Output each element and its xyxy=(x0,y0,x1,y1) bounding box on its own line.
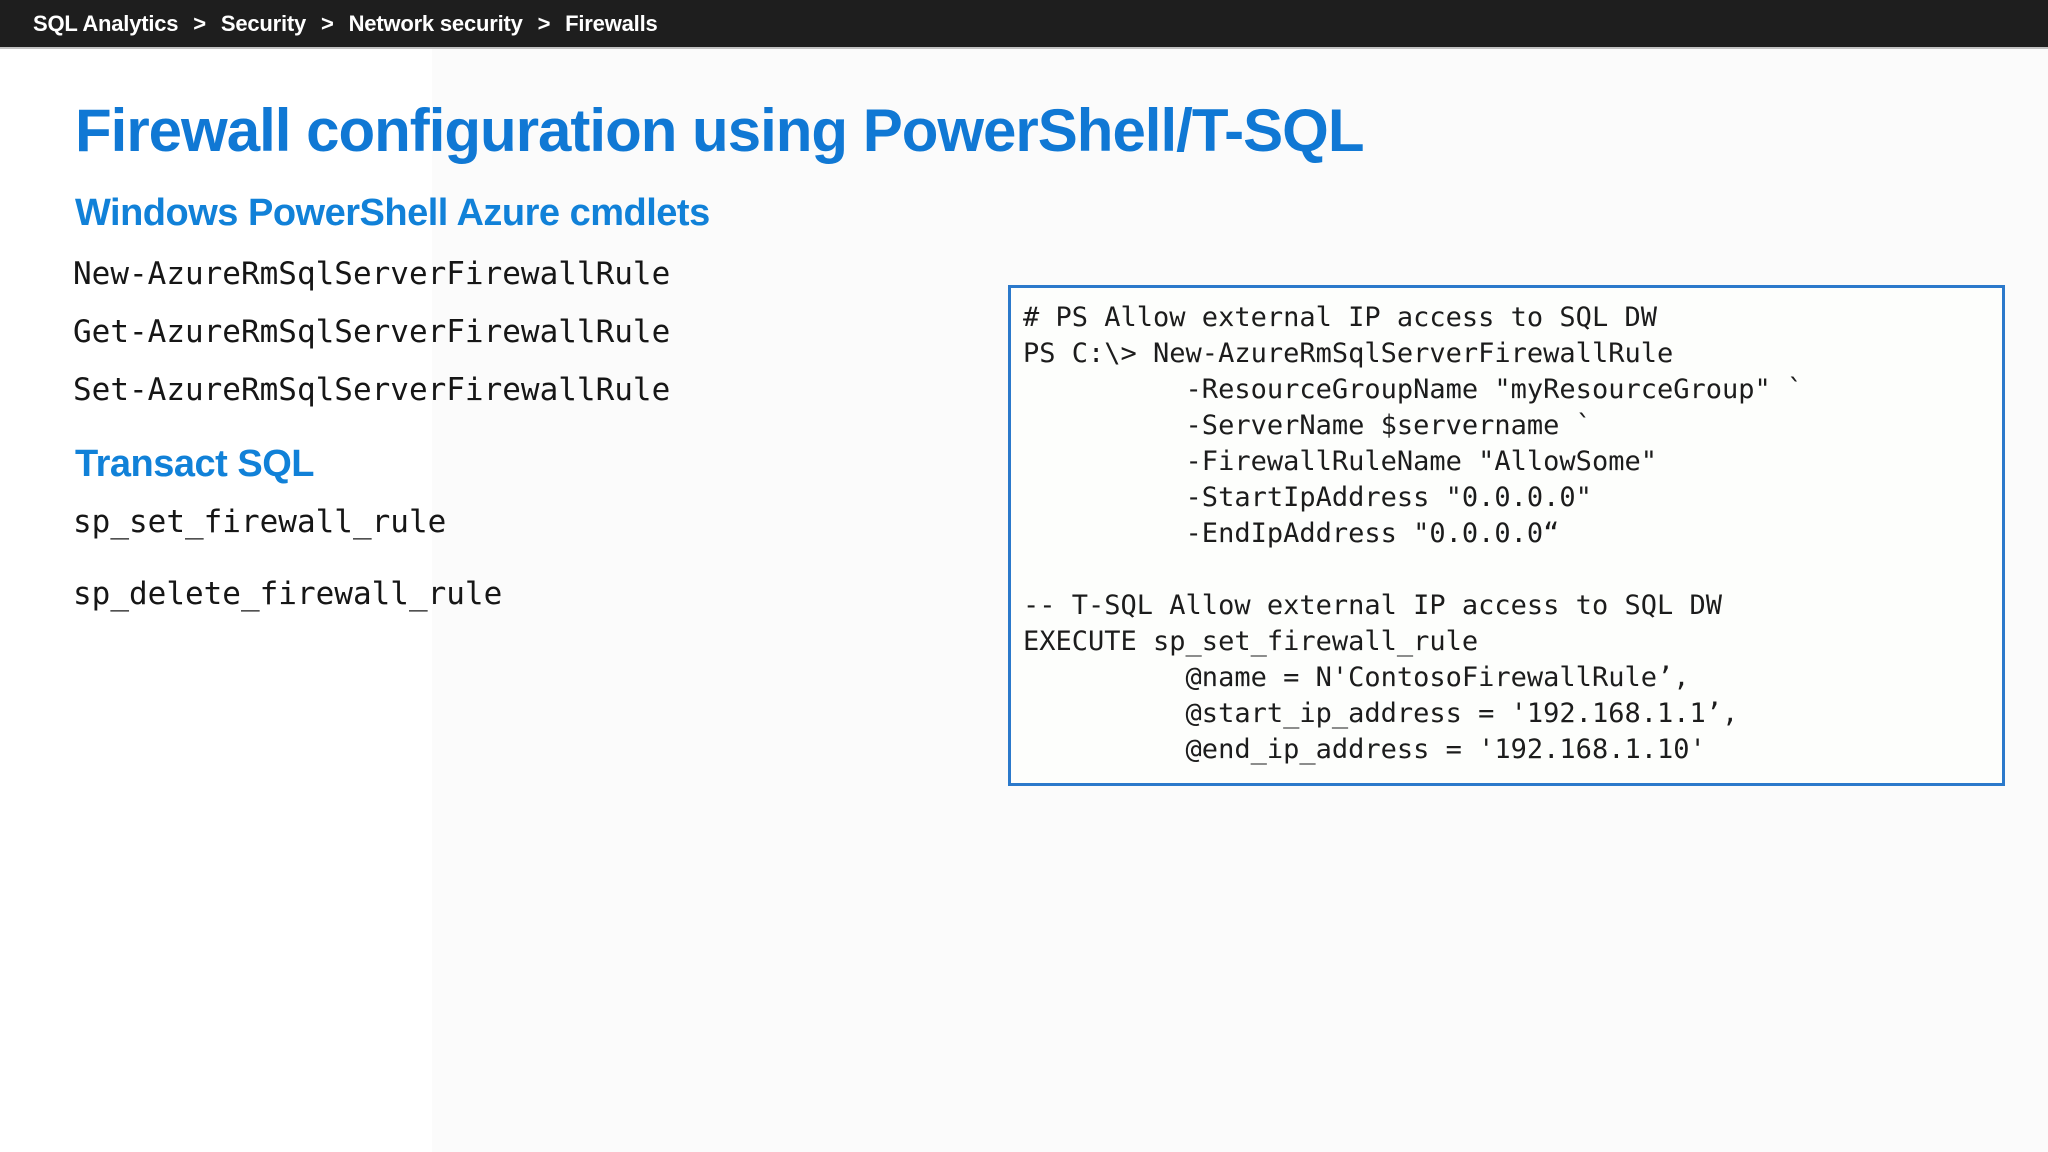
code-line: EXECUTE sp_set_firewall_rule xyxy=(1023,626,1479,657)
breadcrumb-separator: > xyxy=(320,10,334,36)
cmdlet-name: Set-AzureRmSqlServerFirewallRule xyxy=(73,372,671,408)
procedure-name: sp_delete_firewall_rule xyxy=(73,576,503,612)
code-line: # PS Allow external IP access to SQL DW xyxy=(1023,302,1657,333)
code-line: -EndIpAddress "0.0.0.0“ xyxy=(1023,518,1560,549)
code-line xyxy=(1023,552,1994,588)
breadcrumb-item-label[interactable]: Network security xyxy=(348,10,523,36)
code-line: -StartIpAddress "0.0.0.0" xyxy=(1023,482,1592,513)
cmdlet-name: New-AzureRmSqlServerFirewallRule xyxy=(73,256,671,292)
code-line: @name = N'ContosoFirewallRule’, xyxy=(1023,662,1690,693)
breadcrumb-item[interactable]: Security > xyxy=(221,11,349,36)
breadcrumb-item[interactable]: SQL Analytics > xyxy=(33,11,221,36)
cmdlet-name: Get-AzureRmSqlServerFirewallRule xyxy=(73,314,671,350)
code-line: @end_ip_address = '192.168.1.10' xyxy=(1023,734,1706,765)
code-line: PS C:\> New-AzureRmSqlServerFirewallRule xyxy=(1023,338,1674,369)
code-line: @start_ip_address = '192.168.1.1’, xyxy=(1023,698,1739,729)
slide-content: Firewall configuration using PowerShell/… xyxy=(0,49,2048,1152)
breadcrumb-separator: > xyxy=(537,10,551,36)
code-line: -- T-SQL Allow external IP access to SQL… xyxy=(1023,590,1722,621)
breadcrumb-item[interactable]: Network security > xyxy=(349,11,566,36)
section-heading-powershell: Windows PowerShell Azure cmdlets xyxy=(75,192,710,234)
breadcrumb-bar: SQL Analytics > Security > Network secur… xyxy=(0,0,2048,49)
breadcrumb: SQL Analytics > Security > Network secur… xyxy=(33,11,658,37)
code-panel: # PS Allow external IP access to SQL DW P… xyxy=(1008,285,2005,786)
section-heading-tsql: Transact SQL xyxy=(75,443,314,485)
code-line: -FirewallRuleName "AllowSome" xyxy=(1023,446,1657,477)
code-line: -ResourceGroupName "myResourceGroup" ` xyxy=(1023,374,1804,405)
breadcrumb-item-label[interactable]: Firewalls xyxy=(565,10,658,36)
breadcrumb-item-label[interactable]: Security xyxy=(220,10,307,36)
breadcrumb-item-label[interactable]: SQL Analytics xyxy=(33,10,179,36)
breadcrumb-item[interactable]: Firewalls > xyxy=(565,10,658,36)
breadcrumb-separator: > xyxy=(193,10,206,36)
code-block: # PS Allow external IP access to SQL DW P… xyxy=(1023,300,1994,768)
procedure-name: sp_set_firewall_rule xyxy=(73,504,447,540)
page-title: Firewall configuration using PowerShell/… xyxy=(75,97,1364,164)
tsql-procedure-list: sp_set_firewall_rule sp_delete_firewall_r… xyxy=(73,486,502,630)
code-line: -ServerName $servername ` xyxy=(1023,410,1592,441)
